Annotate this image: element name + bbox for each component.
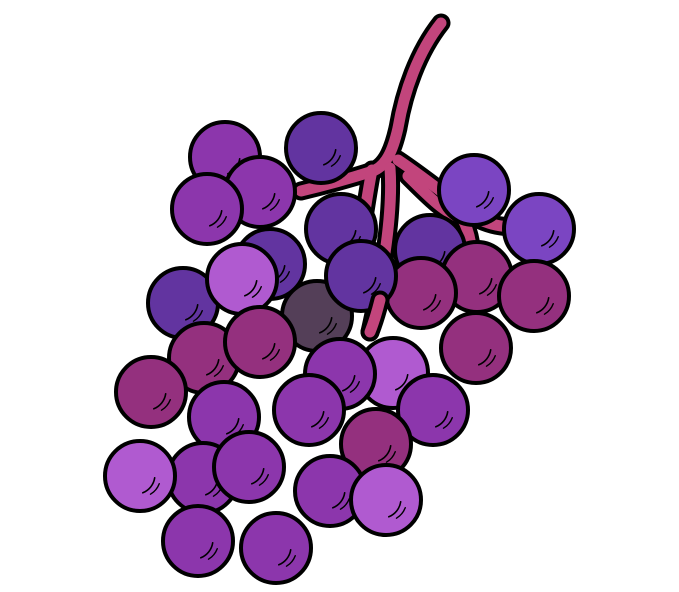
grape-icon [284,111,358,185]
grape-icon [272,373,346,447]
grape-icon [439,311,513,385]
grape-icon [497,259,571,333]
grape-icon [103,439,177,513]
grape-icon [223,305,297,379]
grape-cluster [103,111,576,585]
grape-icon [205,242,279,316]
grape-icon [161,504,235,578]
grape-icon [339,407,413,481]
grape-icon [293,454,367,528]
grape-icon [396,373,470,447]
grape-icon [114,355,188,429]
grape-icon [212,430,286,504]
grape-icon [170,172,244,246]
grape-icon [502,192,576,266]
grape-icon [239,511,313,585]
grape-icon [437,153,511,227]
grape-icon [349,463,423,537]
